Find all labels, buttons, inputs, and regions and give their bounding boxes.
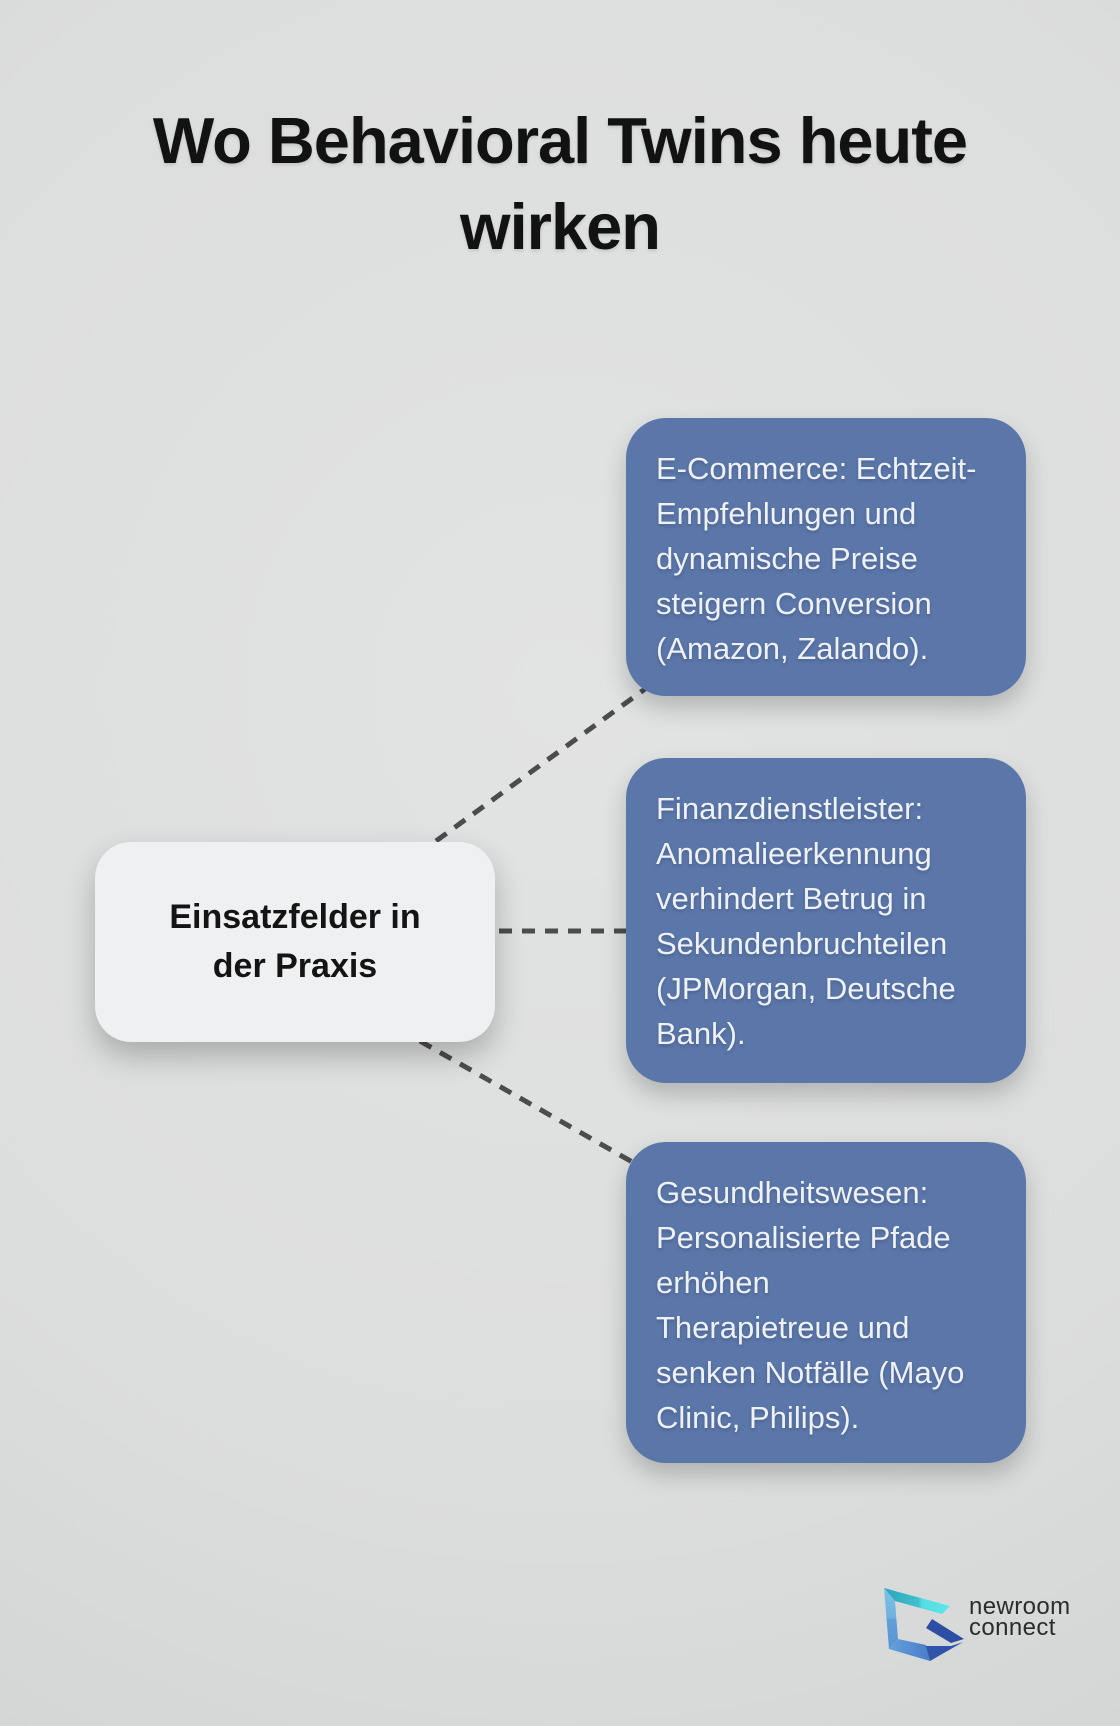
center-node: Einsatzfelder in der Praxis [95,842,495,1042]
card-gesundheitswesen-text: Gesundheitswesen: [656,1175,929,1210]
brand-logo: newroom connect [884,1588,1071,1662]
connector-ecommerce [434,686,647,844]
card-ecommerce: E-Commerce: Echtzeit- Empfehlungen und d… [626,418,1026,696]
card-gesundheitswesen: Gesundheitswesen: Personalisierte Pfade … [626,1142,1026,1463]
center-node-label-line-1: Einsatzfelder in [169,898,421,936]
connector-gesundheitswesen [418,1038,636,1166]
card-finanzdienstleister-text: Finanzdienstleister: [656,791,924,826]
center-node-label-line-2: der Praxis [212,947,378,985]
brand-name-line-1: newroom [969,1593,1071,1620]
newroom-connect-logo-icon [884,1588,964,1661]
brand-name-line-2: connect [969,1614,1056,1641]
page-title-line-2: wirken [460,190,661,263]
page-title: Wo Behavioral Twins heute wirken [0,98,1120,270]
card-finanzdienstleister: Finanzdienstleister: Anomalieerkennung v… [626,758,1026,1083]
card-ecommerce-text: E-Commerce: Echtzeit- [656,451,977,486]
page-title-line-1: Wo Behavioral Twins heute [152,104,968,177]
brand-logo-text: newroom connect [969,1593,1071,1641]
